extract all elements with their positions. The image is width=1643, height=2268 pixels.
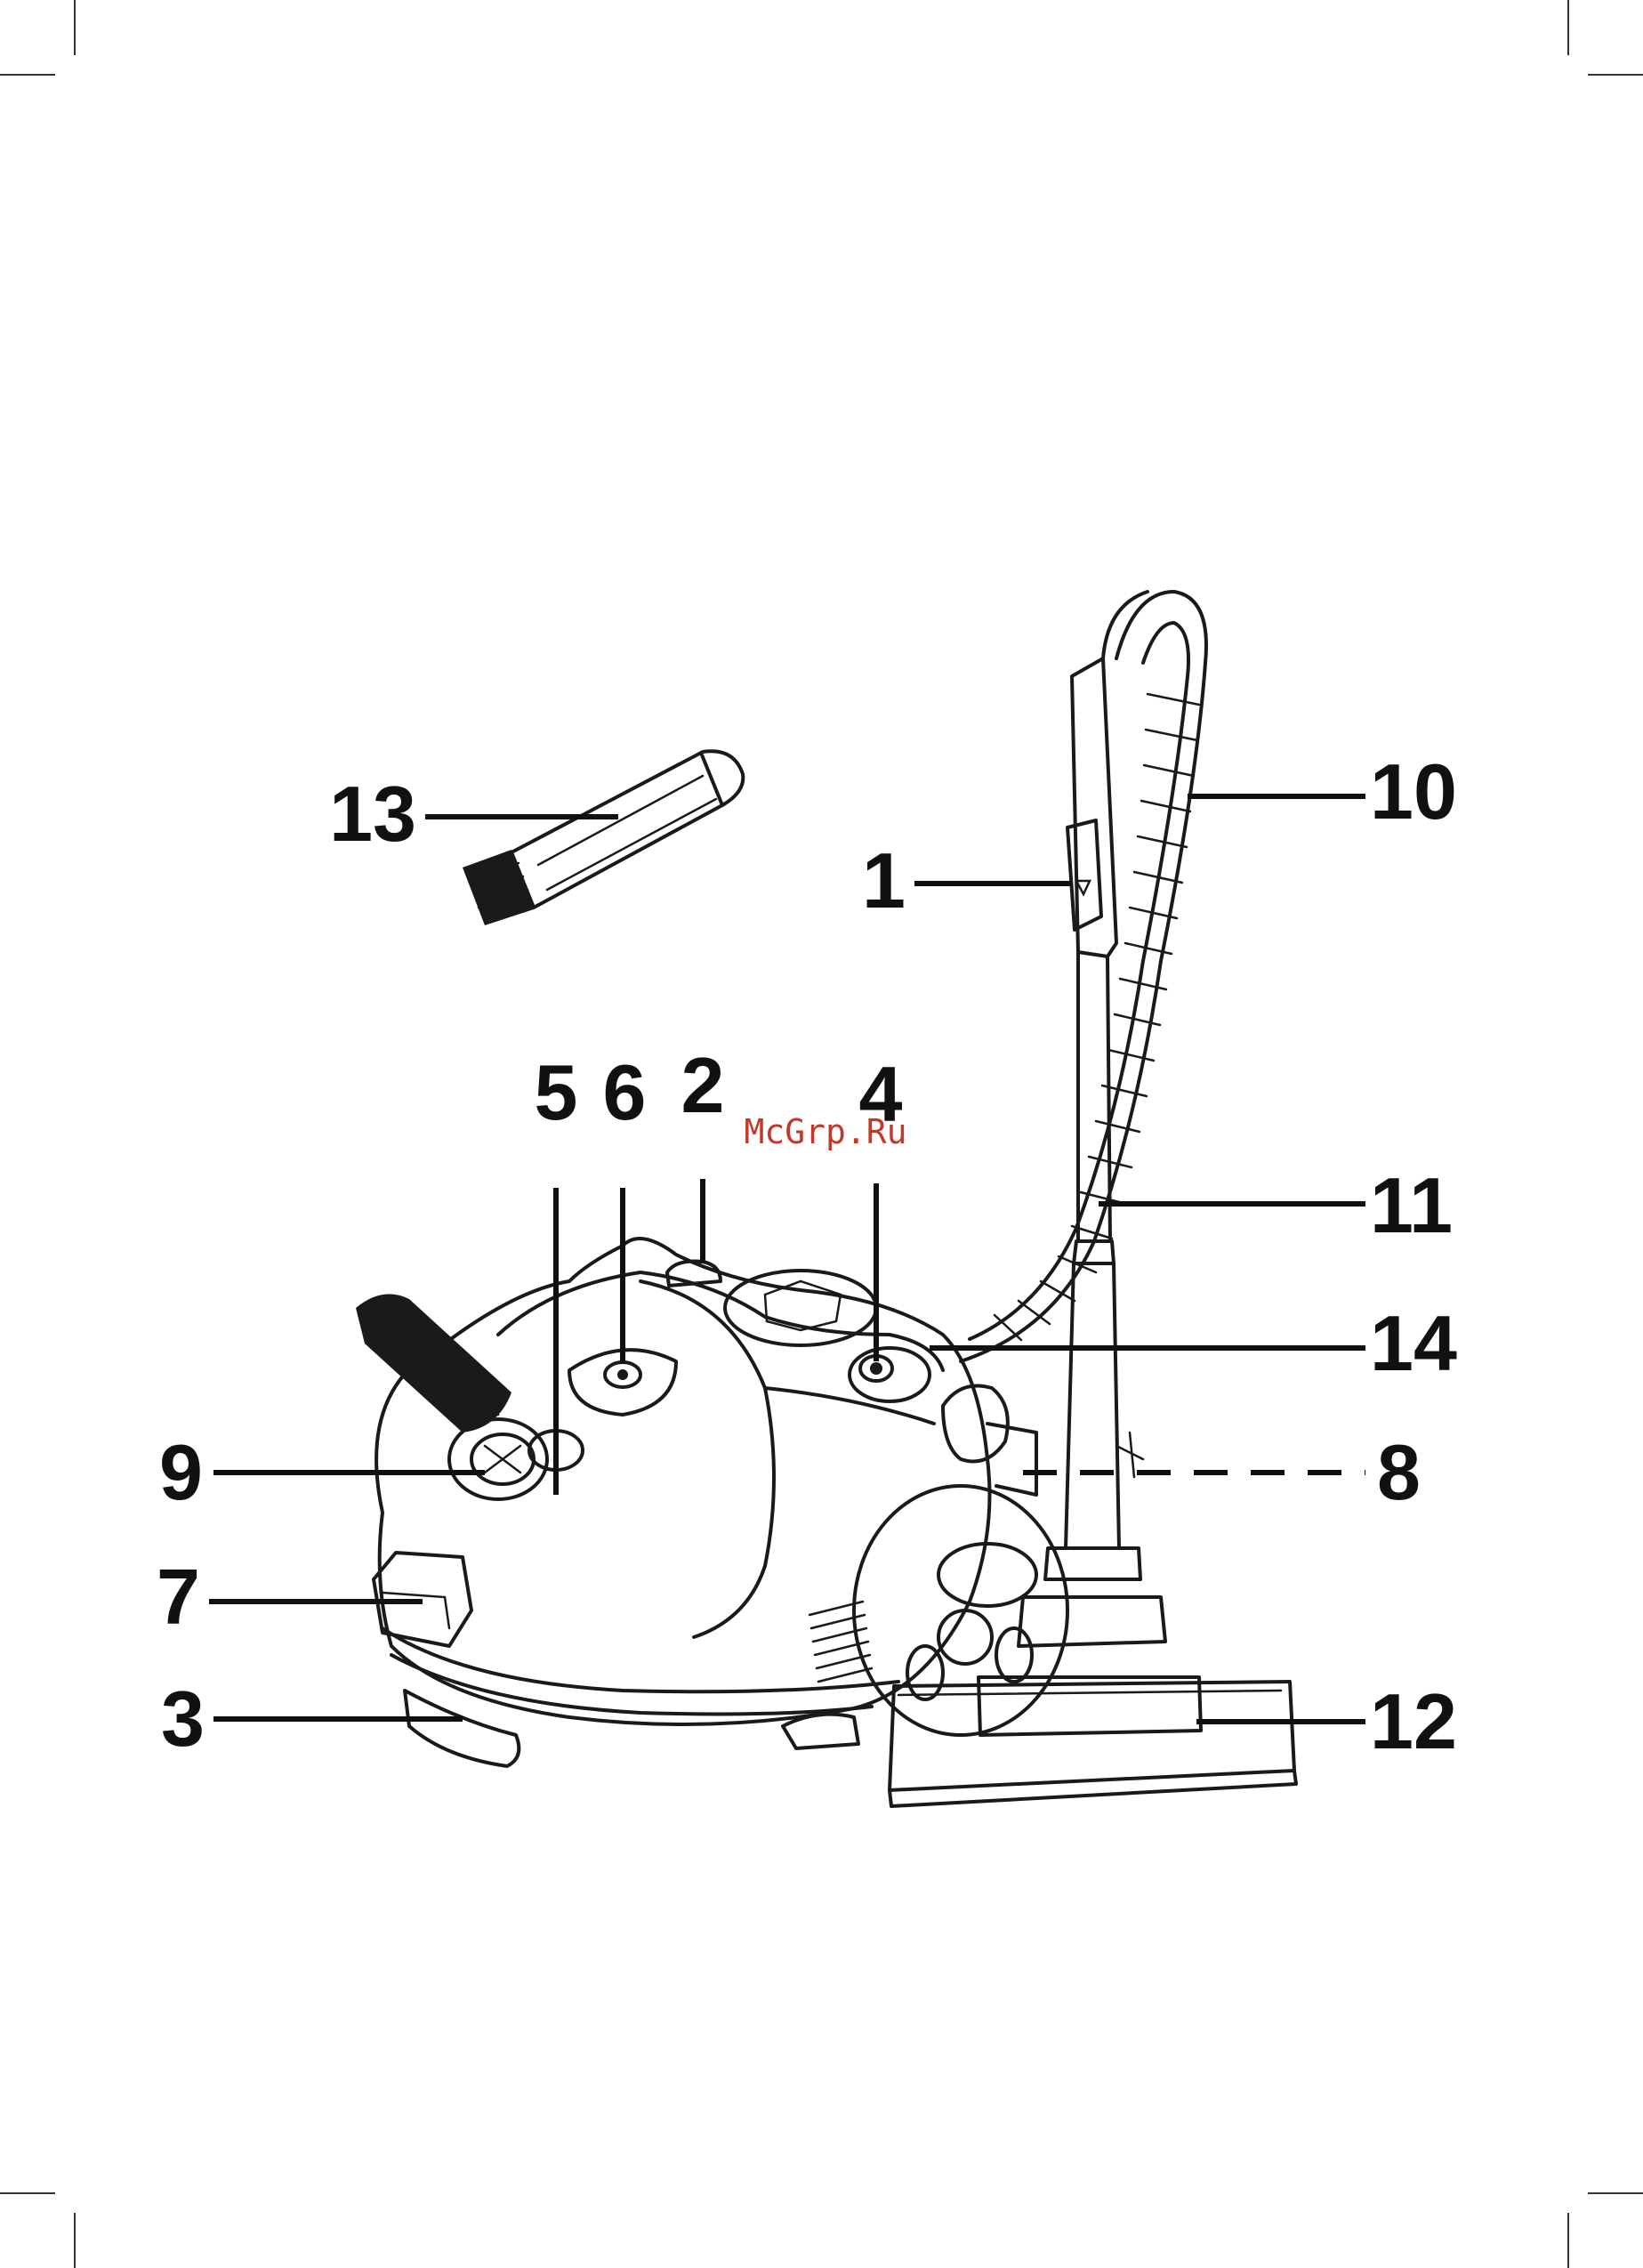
brush-tool-drawing [463,751,743,925]
watermark: McGrp.Ru [744,1112,906,1151]
callout-13: 13 [329,770,416,858]
callout-12: 12 [1370,1677,1457,1765]
floor-nozzle-drawing [890,1597,1296,1806]
callout-9: 9 [159,1428,203,1516]
callout-1: 1 [862,836,906,924]
callout-8: 8 [1377,1428,1421,1516]
callout-labels: 13 1 10 11 14 8 12 9 7 3 5 6 2 4 [157,747,1457,1765]
callout-14: 14 [1370,1299,1457,1387]
hose-drawing [961,592,1206,1361]
handle-tube-drawing [1045,592,1148,1579]
callout-5: 5 [535,1048,578,1136]
callout-10: 10 [1370,747,1457,835]
callout-2: 2 [681,1041,725,1129]
vacuum-body-drawing [356,1239,1143,1766]
callout-7: 7 [157,1553,200,1641]
leader-lines [209,796,1365,1722]
hose-ribs [995,694,1199,1340]
callout-6: 6 [603,1048,647,1136]
callout-3: 3 [161,1675,205,1763]
callout-11: 11 [1370,1161,1453,1249]
